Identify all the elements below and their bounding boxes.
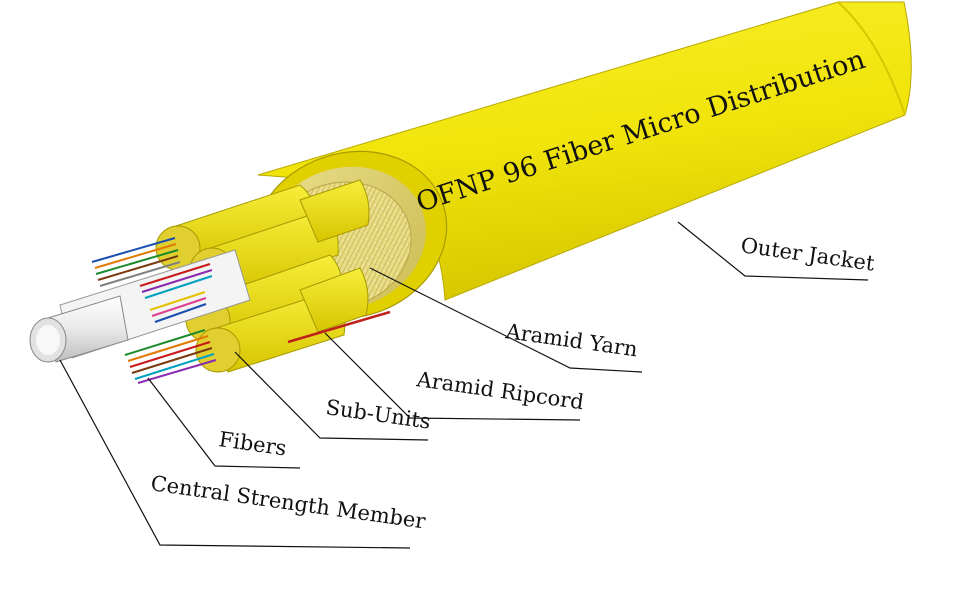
leader-aramid-yarn [369, 267, 643, 373]
leader-lines [59, 221, 869, 549]
leader-aramid-ripcord [324, 332, 581, 421]
label-outer-jacket: Outer Jacket [739, 233, 876, 276]
label-aramid-yarn: Aramid Yarn [503, 319, 639, 361]
aramid-ripcord [287, 310, 391, 344]
label-sub-units: Sub-Units [324, 395, 432, 433]
label-fibers: Fibers [217, 427, 288, 460]
label-aramid-ripcord: Aramid Ripcord [414, 367, 585, 414]
leader-sub-units [234, 351, 429, 441]
leader-outer-jacket [677, 221, 869, 281]
leader-central-strength-member [59, 359, 411, 549]
label-central-strength-member: Central Strength Member [149, 471, 428, 533]
fibers [91, 237, 217, 384]
leader-fibers [147, 377, 301, 469]
central-strength-member [29, 249, 251, 363]
